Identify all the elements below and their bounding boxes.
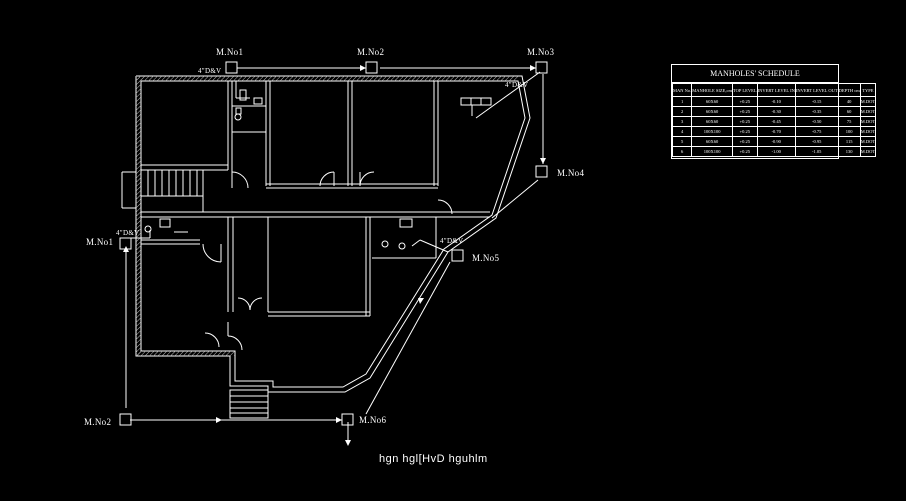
drawing-caption: hgn hgl[HvD hguhlm [379,453,488,465]
table-cell: 1 [671,96,693,107]
dv-label-top-left: 4"D&V [198,67,222,75]
manhole-label-4: M.No4 [557,168,585,178]
schedule-title: MANHOLES' SCHEDULE [672,65,838,83]
schedule-header-cell: INVERT LEVEL OUT [794,83,839,97]
table-cell: -0.95 [794,136,839,147]
table-cell: -0.75 [794,126,839,137]
manhole-symbols [119,61,548,426]
table-cell: +0.25 [732,116,758,127]
table-cell: 100X100 [691,126,734,137]
table-cell: M.DOT [859,136,877,147]
table-cell: 3 [671,116,693,127]
table-cell: 130 [837,146,861,157]
table-cell: 100X100 [691,146,734,157]
table-row: 3 60X60 +0.25 -0.45 -0.50 75 M.DOT [671,116,877,127]
table-cell: 75 [837,116,861,127]
table-cell: 5 [671,136,693,147]
table-cell: +0.25 [732,146,758,157]
table-cell: 115 [837,136,861,147]
manhole-label-6: M.No6 [359,415,387,425]
table-cell: M.DOT [859,96,877,107]
schedule-header-cell: MANHOLE SIZE,cm [691,83,734,97]
table-cell: -1.05 [794,146,839,157]
table-cell: M.DOT [859,106,877,117]
table-row: 5 60X60 +0.25 -0.90 -0.95 115 M.DOT [671,136,877,147]
table-cell: +0.25 [732,126,758,137]
table-cell: -0.35 [794,106,839,117]
table-cell: +0.25 [732,106,758,117]
door-swings [202,171,453,351]
stair [121,169,269,419]
plumbing-fixtures [144,89,492,250]
manhole-label-west-2: M.No2 [84,417,112,427]
schedule-header-cell: TOP LEVEL [732,83,758,97]
dv-label-center: 4"D&V [440,237,464,245]
table-cell: 60X60 [691,106,734,117]
table-cell: -0.70 [756,126,796,137]
manhole-label-1: M.No1 [216,47,244,57]
table-row: 2 60X60 +0.25 -0.30 -0.35 60 M.DOT [671,106,877,117]
flow-arrows [123,65,546,446]
manhole-label-2: M.No2 [357,47,385,57]
table-cell: 60X60 [691,136,734,147]
schedule-header-cell: MAN No. [671,83,693,97]
table-cell: -0.15 [794,96,839,107]
table-cell: -0.90 [756,136,796,147]
table-cell: 60X60 [691,116,734,127]
table-row: 1 60X60 +0.25 -0.10 -0.15 40 M.DOT [671,96,877,107]
table-cell: 60X60 [691,96,734,107]
table-cell: M.DOT [859,146,877,157]
schedule-header-row: MAN No. MANHOLE SIZE,cm TOP LEVEL INVERT… [671,83,877,97]
schedule-header-cell: INVERT LEVEL IN [756,83,796,97]
table-cell: 40 [837,96,861,107]
dv-label-top-right: 4"D&V [505,81,529,89]
table-cell: 6 [671,146,693,157]
table-cell: 60 [837,106,861,117]
table-row: 6 100X100 +0.25 -1.00 -1.05 130 M.DOT [671,146,877,157]
manhole-label-3: M.No3 [527,47,555,57]
table-cell: -0.50 [794,116,839,127]
manhole-label-west-1: M.No1 [86,237,114,247]
table-cell: -1.00 [756,146,796,157]
table-cell: 100 [837,126,861,137]
manholes-schedule-table: MANHOLES' SCHEDULE MAN No. MANHOLE SIZE,… [671,64,877,159]
table-cell: -0.10 [756,96,796,107]
schedule-header-cell: DEPTH cm [837,83,861,97]
dv-label-left: 4"D&V [116,229,140,237]
table-cell: M.DOT [859,126,877,137]
table-cell: +0.25 [732,136,758,147]
schedule-header-cell: TYPE [859,83,877,97]
drain-pipes [125,67,544,444]
table-cell: 2 [671,106,693,117]
table-row: 4 100X100 +0.25 -0.70 -0.75 100 M.DOT [671,126,877,137]
manhole-label-5: M.No5 [472,253,500,263]
table-cell: +0.25 [732,96,758,107]
table-cell: -0.30 [756,106,796,117]
table-cell: -0.45 [756,116,796,127]
schedule-grid: MAN No. MANHOLE SIZE,cm TOP LEVEL INVERT… [671,83,877,157]
building-outline [135,75,531,393]
table-cell: 4 [671,126,693,137]
table-cell: M.DOT [859,116,877,127]
interior-walls [141,81,490,317]
